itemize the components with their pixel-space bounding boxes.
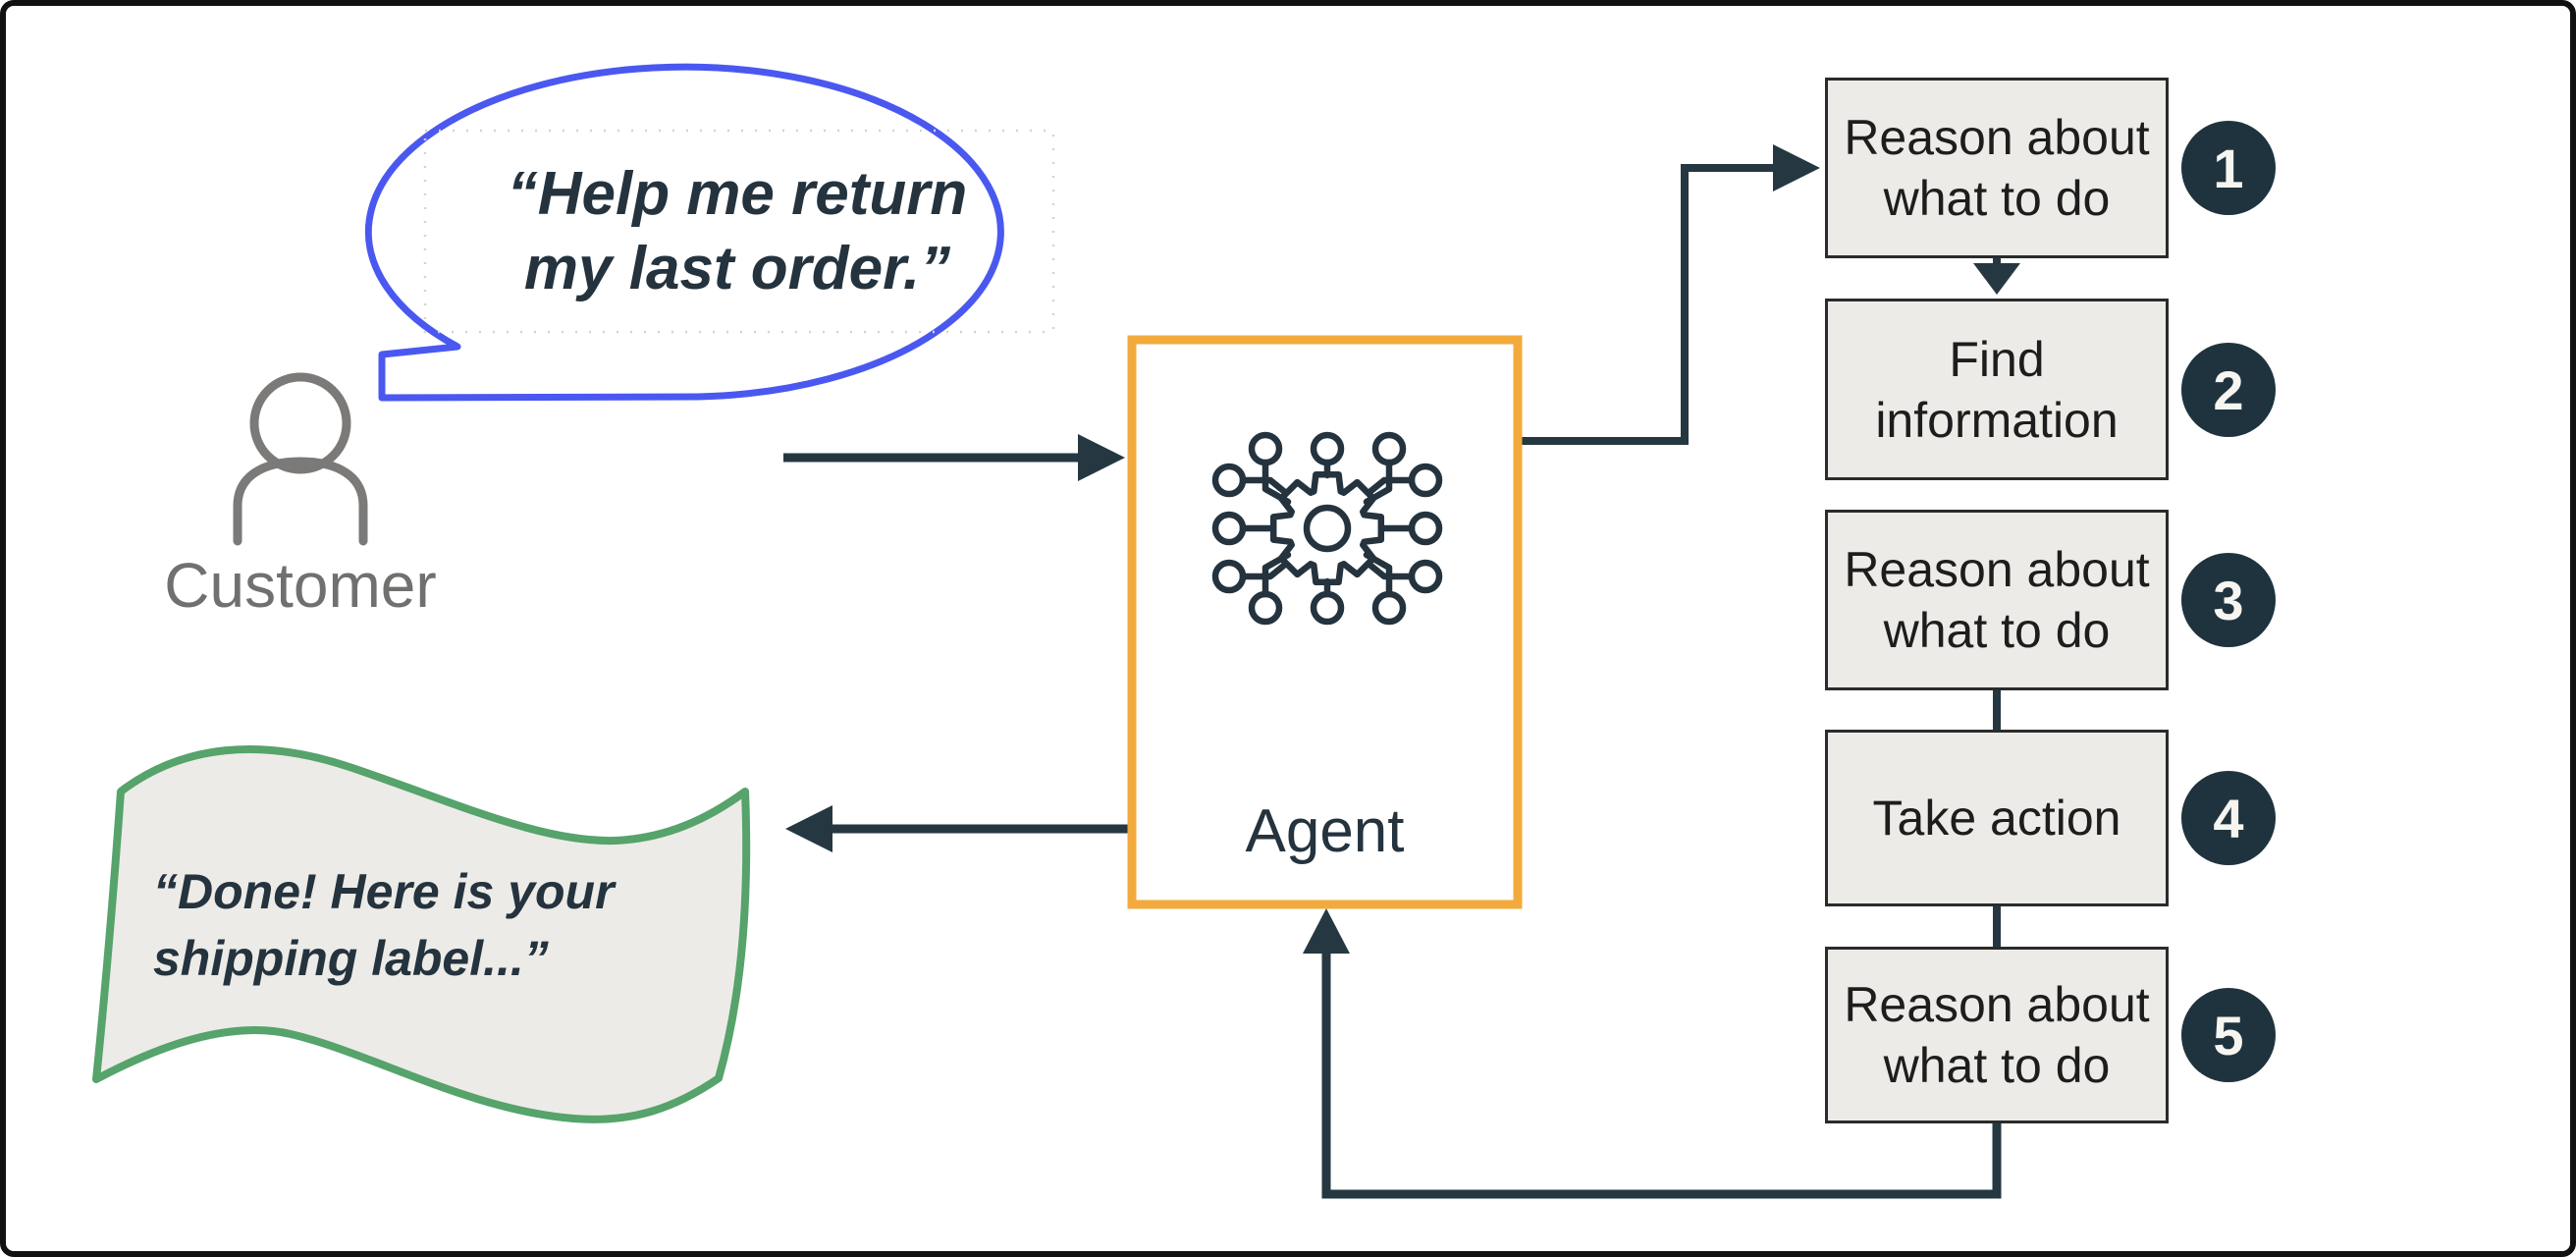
step-5-line-2: what to do	[1883, 1038, 2111, 1093]
step-box-2: Find information	[1825, 299, 2169, 480]
step-box-5: Reason about what to do	[1825, 947, 2169, 1123]
step-5-number-badge: 5	[2181, 988, 2276, 1082]
arrow-agent-to-banner	[785, 805, 1132, 852]
arrow-agent-to-step1	[1518, 144, 1820, 445]
step-box-1: Reason about what to do	[1825, 78, 2169, 258]
speech-bubble	[364, 63, 1004, 402]
step-2-line-1: Find	[1949, 331, 2045, 387]
step-3-line-1: Reason about	[1844, 542, 2150, 597]
bubble-line-1: “Help me return	[507, 160, 968, 228]
arrow-customer-to-agent	[783, 434, 1125, 481]
agent-label: Agent	[1245, 797, 1405, 865]
step-3-number-badge: 3	[2181, 553, 2276, 647]
step-5-line-1: Reason about	[1844, 977, 2150, 1032]
speech-bubble-text: “Help me return my last order.”	[418, 138, 1056, 325]
bubble-dotted-frame	[423, 129, 1055, 334]
bubble-line-2: my last order.”	[523, 235, 951, 302]
customer-label: Customer	[164, 550, 437, 621]
shipping-label-banner	[92, 745, 751, 1123]
ai-gear-icon	[1211, 431, 1443, 626]
step-3-line-2: what to do	[1883, 603, 2111, 658]
diagram-shapes-layer	[92, 63, 2020, 1199]
arrow-step1-to-step2	[1973, 258, 2020, 295]
step-4-line-1: Take action	[1872, 791, 2121, 846]
step-4-number-badge: 4	[2181, 771, 2276, 865]
banner-line-1: “Done! Here is your	[153, 864, 615, 919]
step-2-line-2: information	[1875, 392, 2119, 448]
banner-line-2: shipping label...”	[153, 931, 549, 986]
arrow-step5-to-agent	[1303, 908, 2002, 1199]
step-1-number-badge: 1	[2181, 121, 2276, 215]
step-1-line-2: what to do	[1883, 171, 2111, 226]
banner-text: “Done! Here is your shipping label...”	[153, 858, 723, 992]
step-1-line-1: Reason about	[1844, 110, 2150, 165]
step-box-4: Take action	[1825, 730, 2169, 906]
step-2-number-badge: 2	[2181, 343, 2276, 437]
step-box-3: Reason about what to do	[1825, 510, 2169, 690]
person-icon	[233, 372, 368, 546]
